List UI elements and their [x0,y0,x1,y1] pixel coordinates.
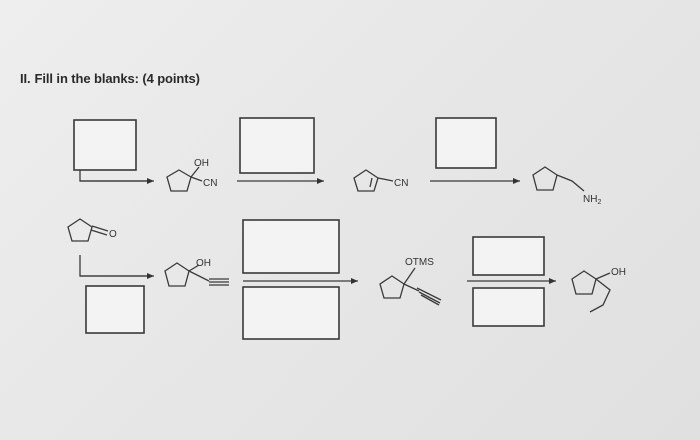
cyclopentane-ring-4 [571,270,597,295]
bond-to-cn-2 [377,177,394,182]
question-title: Fill in the blanks: (4 points) [34,71,200,86]
bond-to-oh-3 [595,272,611,280]
cyanohydrin-structure: OH CN [166,158,217,192]
blank-box-start-material[interactable] [73,119,137,171]
cyclopentane-ring-amine [532,166,558,191]
alkyne-bond-d [416,287,442,301]
cyclopentane-ring [166,169,192,192]
alkyne-bond-e [418,291,441,304]
bond-to-cn [190,176,203,182]
blank-box-reagent-7[interactable] [472,287,545,327]
cyclopentene-nitrile-structure: CN [353,169,408,192]
oh-label-2: OH [196,258,211,269]
silyl-ether-structure: OTMS [379,257,442,306]
blank-box-reagent-4[interactable] [242,219,340,274]
cn-label: CN [203,178,217,189]
bond-to-oh [190,166,200,178]
blank-box-reagent-6[interactable] [472,236,545,276]
alkyne-link-2 [403,283,420,292]
cyclopentanone-structure: O [67,218,117,242]
bond-to-otms [403,267,416,285]
otms-label: OTMS [405,257,434,268]
blank-box-reagent-5[interactable] [242,286,340,340]
propyl-chain [589,278,611,313]
double-bond [369,177,373,188]
cyclopentane-ring-2 [164,262,190,287]
carbonyl-bond-b [90,229,108,236]
cyclopentane-ring-3 [379,275,405,299]
alkyne-bond-f [420,294,440,306]
oh-label-3: OH [611,267,626,278]
reaction-bracket-line [79,170,148,182]
cyclopentene-ring [353,169,379,192]
carbonyl-bond-a [91,225,109,232]
propargyl-alcohol-structure: OH [164,258,229,287]
alkyne-link [188,270,210,282]
bond-to-oh-2 [188,264,200,272]
question-heading: II.Fill in the blanks: (4 points) [20,71,204,86]
ketone-o-label: O [109,229,117,240]
oh-label: OH [194,158,209,169]
cn-label-2: CN [394,178,408,189]
reaction-bracket-line-2 [79,255,148,277]
amine-structure: NH2 [532,166,601,206]
blank-box-reagent-3[interactable] [85,285,145,334]
aminomethyl-chain [556,174,585,192]
nh2-label: NH2 [583,194,601,206]
blank-box-reagent-2[interactable] [435,117,497,169]
blank-box-reagent-1[interactable] [239,117,315,174]
cyclopentanone-ring [67,218,93,242]
question-number: II. [20,71,31,86]
product-alcohol-structure: OH [571,267,626,313]
